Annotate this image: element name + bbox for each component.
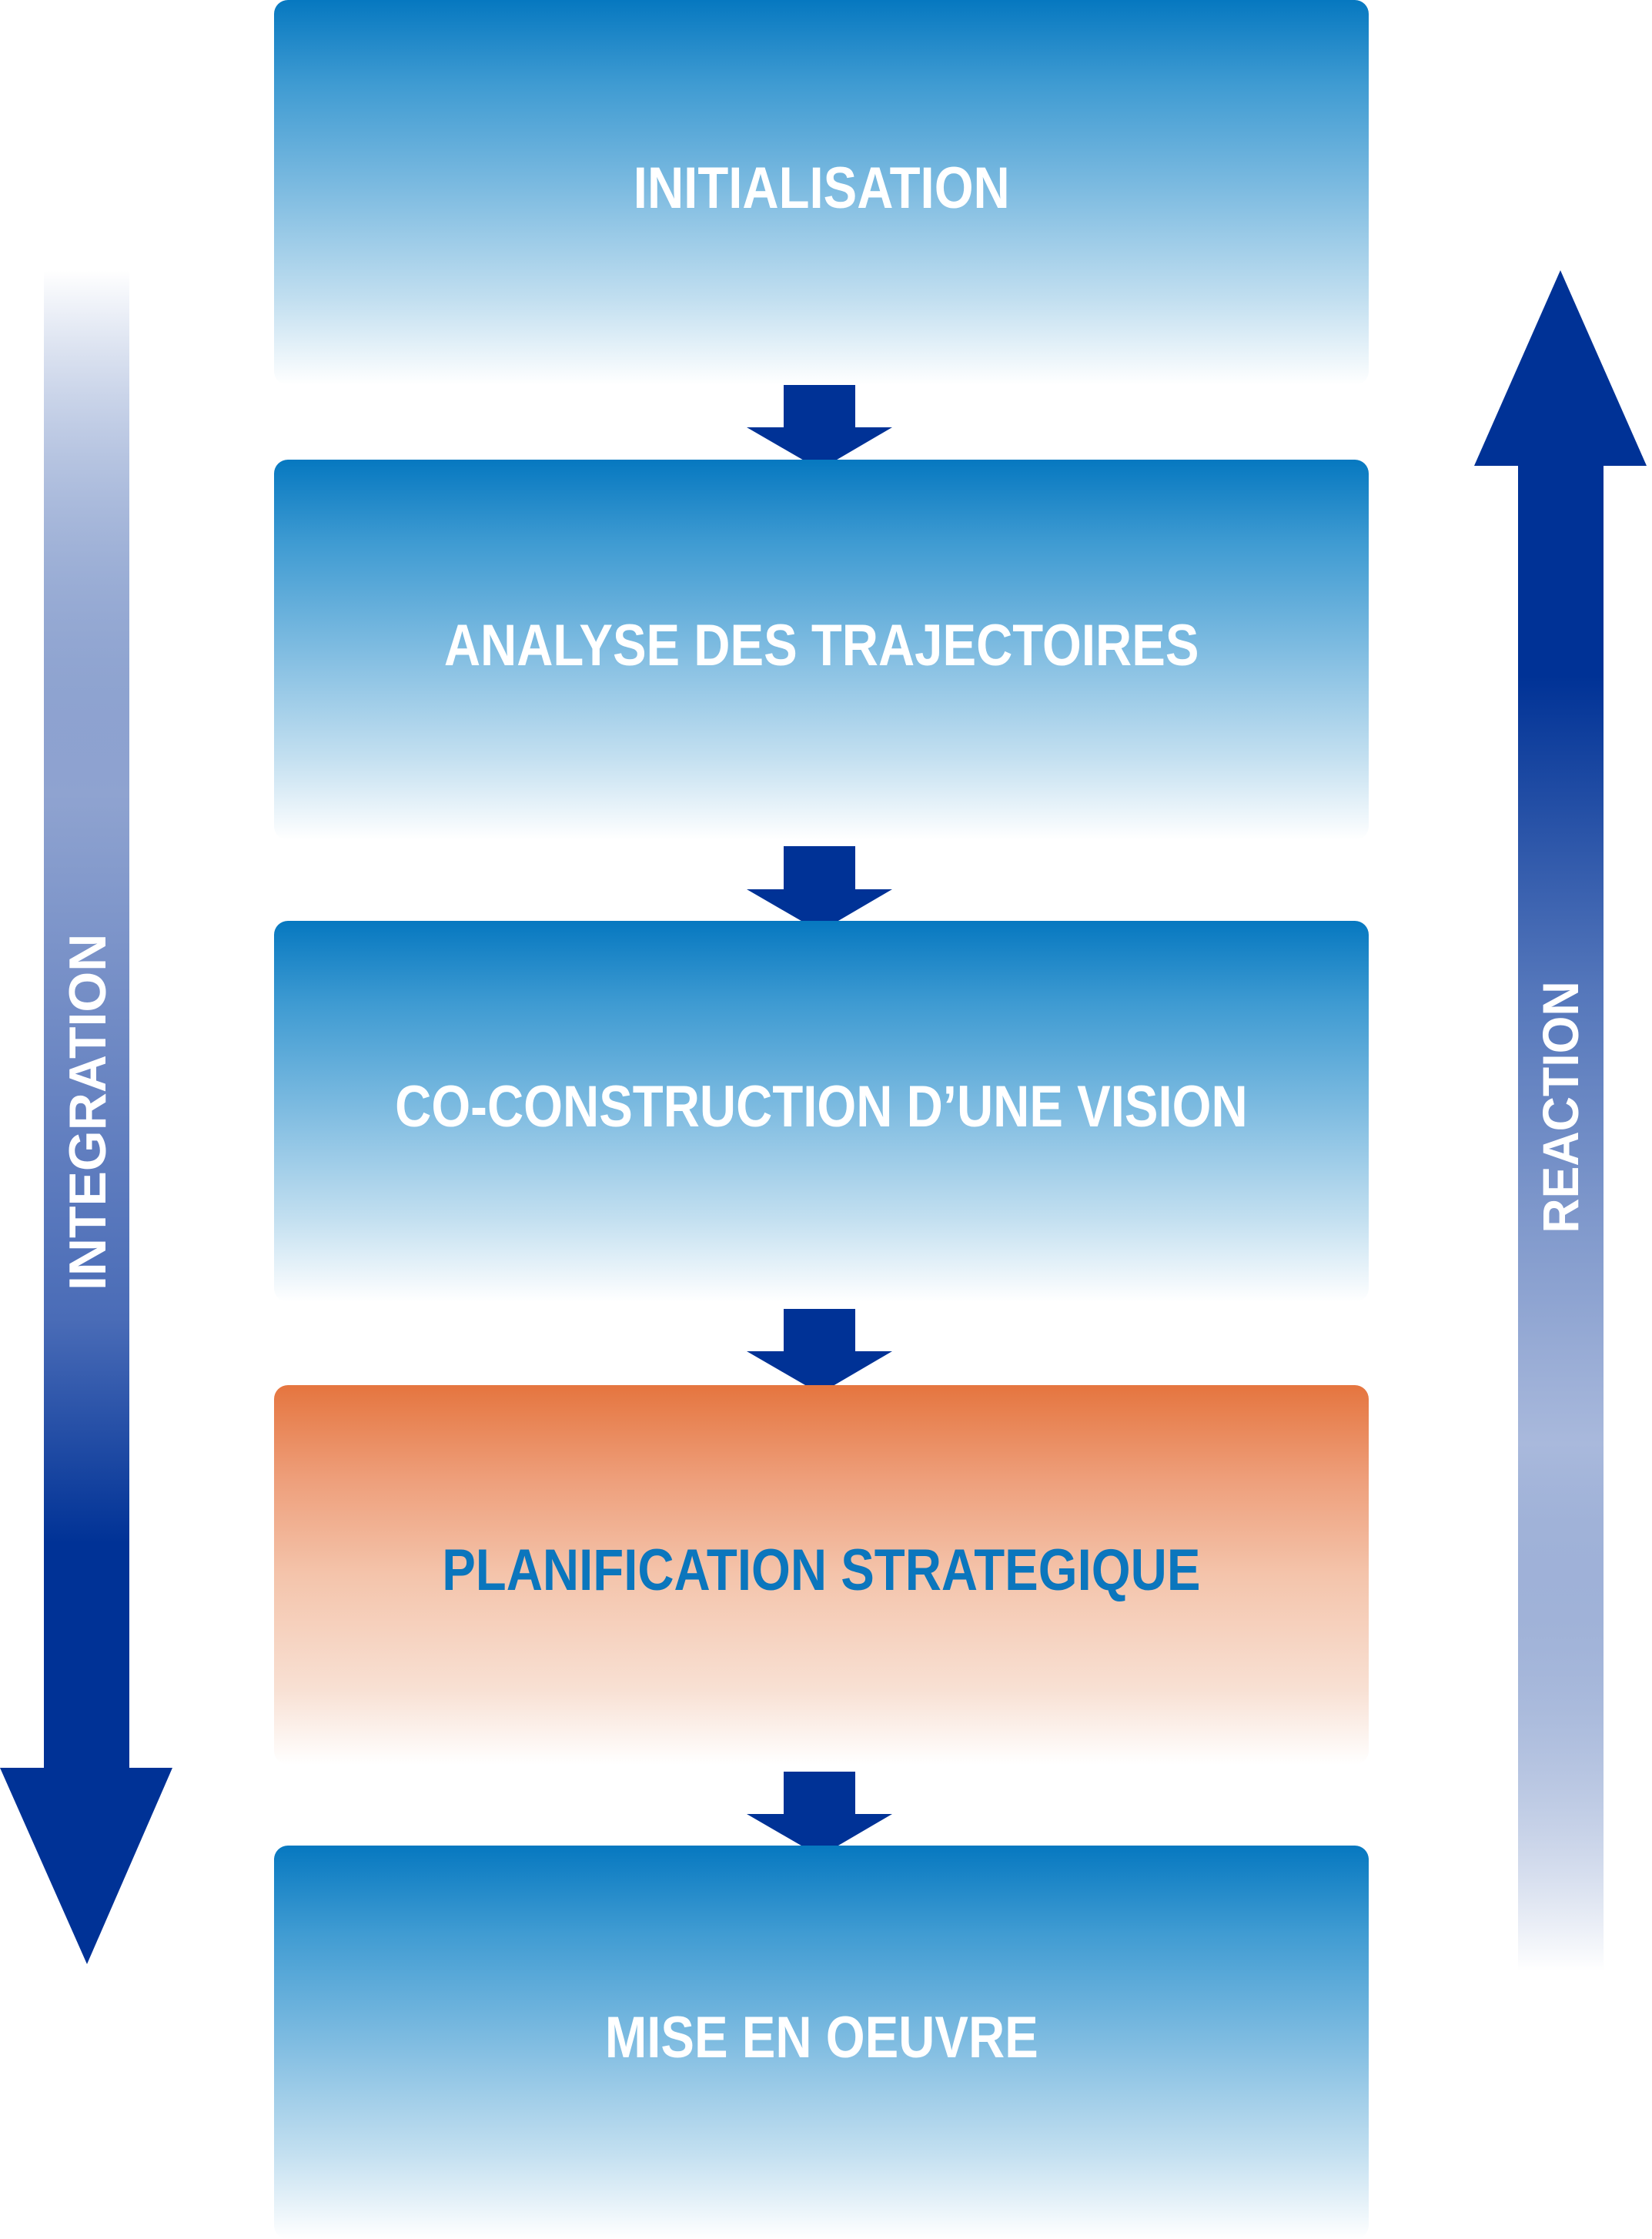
- reaction-arrow-head: [1474, 270, 1647, 466]
- reaction-arrow: [1474, 270, 1647, 1971]
- step-initialisation: INITIALISATION: [274, 0, 1369, 385]
- integration-label: INTEGRATION: [59, 933, 117, 1290]
- reaction-label: REACTION: [1532, 981, 1589, 1233]
- reaction-arrow-shaft: [1518, 464, 1604, 1971]
- connector-arrow-1: [747, 384, 892, 470]
- step-label: ANALYSE DES TRAJECTOIRES: [443, 612, 1199, 678]
- step-label: PLANIFICATION STRATEGIQUE: [442, 1538, 1201, 1603]
- connector-arrow-3: [747, 1309, 892, 1394]
- step-analyse-trajectoires: ANALYSE DES TRAJECTOIRES: [274, 460, 1369, 840]
- integration-arrow: [0, 270, 172, 1964]
- step-mise-en-oeuvre: MISE EN OEUVRE: [274, 1846, 1369, 2239]
- integration-arrow-shaft: [44, 270, 129, 1769]
- step-label: INITIALISATION: [633, 155, 1010, 221]
- connector-arrow-2: [747, 846, 892, 932]
- step-co-construction-vision: CO-CONSTRUCTION D’UNE VISION: [274, 921, 1369, 1302]
- step-label: MISE EN OEUVRE: [604, 2005, 1038, 2070]
- step-label: CO-CONSTRUCTION D’UNE VISION: [395, 1074, 1248, 1140]
- connector-arrow-4: [747, 1772, 892, 1856]
- step-planification-strategique: PLANIFICATION STRATEGIQUE: [274, 1385, 1369, 1765]
- integration-arrow-head: [0, 1768, 172, 1964]
